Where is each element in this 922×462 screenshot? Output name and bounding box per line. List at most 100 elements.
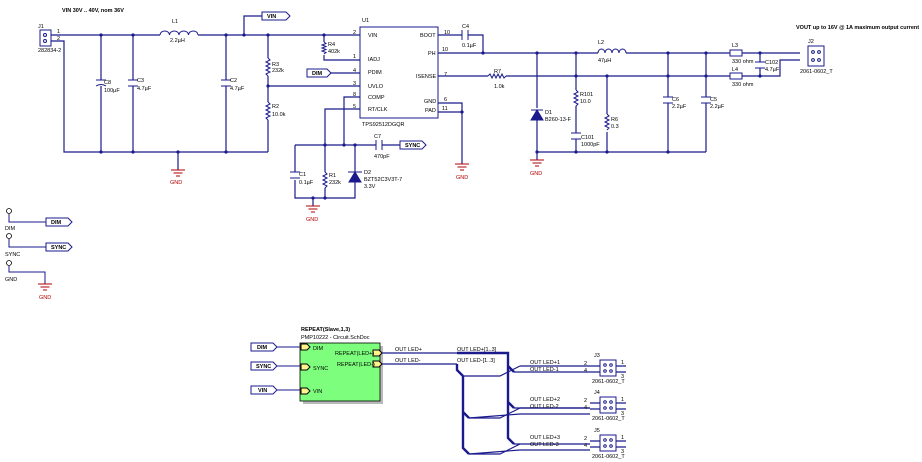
svg-text:R101: R101 <box>580 92 593 98</box>
svg-text:GND: GND <box>530 171 542 177</box>
sheet-symbol <box>299 342 383 404</box>
svg-text:DIM: DIM <box>5 226 16 232</box>
r4-resistor: R4 402k <box>320 41 340 55</box>
ground-symbol-comp: GND <box>306 205 320 223</box>
c2-capacitor: C2 4.7µF <box>221 35 245 152</box>
svg-text:402k: 402k <box>328 49 340 55</box>
svg-text:R6: R6 <box>611 117 618 123</box>
comp-wire <box>343 96 360 145</box>
svg-text:J4: J4 <box>594 390 600 396</box>
svg-text:5: 5 <box>353 104 356 110</box>
svg-text:470pF: 470pF <box>374 154 390 160</box>
svg-text:R3: R3 <box>272 62 279 68</box>
vin-range-note: VIN 30V .. 40V, nom 36V <box>62 8 124 14</box>
svg-text:TPS92512DGQR: TPS92512DGQR <box>362 122 405 128</box>
svg-text:C2: C2 <box>230 78 237 84</box>
svg-text:C6: C6 <box>672 97 679 103</box>
l2-inductor: L2 47µH <box>597 40 627 64</box>
sync-port: SYNC SYNC <box>5 233 73 258</box>
svg-text:GND: GND <box>424 99 436 105</box>
u1-ic: U1 TPS92512DGQR VIN IADJ PDIM UVLO COMP … <box>353 18 450 128</box>
svg-text:6: 6 <box>444 97 447 103</box>
svg-text:SYNC: SYNC <box>405 143 420 149</box>
c7-capacitor: C7 470pF <box>374 134 390 160</box>
svg-text:C4: C4 <box>462 24 469 30</box>
j2-connector: J2 2061-0602_T <box>800 39 833 75</box>
d1-wire <box>536 53 706 153</box>
svg-text:2.2µH: 2.2µH <box>170 38 185 44</box>
bus-led-plus <box>457 351 515 445</box>
svg-text:1.0k: 1.0k <box>494 84 505 90</box>
svg-text:3: 3 <box>621 449 624 455</box>
svg-text:OUT LED+1: OUT LED+1 <box>530 360 560 366</box>
svg-text:J5: J5 <box>594 428 600 434</box>
d1-schottky-diode: D1 B260-13-F <box>530 109 572 123</box>
vout-note: VOUT up to 16V @ 1A maximum output curre… <box>796 25 919 31</box>
svg-text:GND: GND <box>306 217 318 223</box>
svg-text:330 ohm: 330 ohm <box>732 82 754 88</box>
gnd-port: GND GND <box>5 260 52 301</box>
svg-text:R2: R2 <box>272 104 279 110</box>
svg-text:RT/CLK: RT/CLK <box>368 107 388 113</box>
dim-net-label-ic: DIM <box>306 68 332 78</box>
r6-resistor: R6 0.3 <box>603 113 619 131</box>
l1-inductor: L1 2.2µH <box>159 19 199 44</box>
svg-text:VIN: VIN <box>258 388 267 394</box>
sheet-entry-led-plus: REPEAT(LED+) <box>335 349 383 357</box>
svg-text:10.0: 10.0 <box>580 99 591 105</box>
svg-text:OUT LED+2: OUT LED+2 <box>530 397 560 403</box>
svg-text:4.7µF: 4.7µF <box>230 86 245 92</box>
svg-text:282834-2: 282834-2 <box>38 48 61 54</box>
svg-text:UVLO: UVLO <box>368 84 384 90</box>
svg-text:4: 4 <box>584 368 587 374</box>
svg-text:GND: GND <box>5 277 17 283</box>
svg-text:VIN: VIN <box>313 389 322 395</box>
svg-text:0.1µF: 0.1µF <box>462 43 477 49</box>
svg-text:3.3V: 3.3V <box>364 184 376 190</box>
ground-symbol-ic: GND <box>455 163 469 181</box>
c101-capacitor: C101 1000pF <box>571 132 600 148</box>
svg-text:3: 3 <box>621 374 624 380</box>
sheet-entry-led-minus: REPEAT(LED-) <box>337 360 383 368</box>
svg-text:VIN: VIN <box>368 33 377 39</box>
l4-ferrite: L4 330 ohm <box>729 67 754 88</box>
svg-text:DIM: DIM <box>313 346 324 352</box>
svg-text:ISENSE: ISENSE <box>416 74 437 80</box>
svg-text:2.2µF: 2.2µF <box>672 104 687 110</box>
svg-text:BOOT: BOOT <box>420 33 436 39</box>
svg-text:SYNC: SYNC <box>51 245 66 251</box>
j4-connector: OUT LED+2 OUT LED-2 2 4 1 3 J4 2061-0602… <box>530 390 626 422</box>
svg-text:1: 1 <box>353 54 356 60</box>
svg-text:PDIM: PDIM <box>368 70 382 76</box>
svg-text:REPEAT(LED+): REPEAT(LED+) <box>335 351 374 357</box>
svg-text:330 ohm: 330 ohm <box>732 59 754 65</box>
svg-text:GND: GND <box>39 295 51 301</box>
c102-capacitor: C102 4.7µF <box>755 53 780 76</box>
c1-capacitor: C1 0.1µF <box>290 171 314 186</box>
j5-connector: OUT LED+3 OUT LED-3 2 4 1 3 J5 2061-0602… <box>530 428 626 460</box>
svg-text:2061-0602_T: 2061-0602_T <box>592 454 625 460</box>
svg-text:0.3: 0.3 <box>611 124 619 130</box>
svg-text:3: 3 <box>353 81 356 87</box>
svg-text:COMP: COMP <box>368 95 385 101</box>
svg-text:100µF: 100µF <box>104 88 120 94</box>
svg-text:1: 1 <box>621 435 624 441</box>
r1-resistor: R1 232k <box>321 171 341 189</box>
svg-text:DIM: DIM <box>312 71 323 77</box>
svg-text:GND: GND <box>456 175 468 181</box>
svg-text:2061-0602_T: 2061-0602_T <box>592 379 625 385</box>
c8-capacitor: C8 100µF <box>95 35 120 152</box>
svg-text:2: 2 <box>584 398 587 404</box>
svg-text:2061-0602_T: 2061-0602_T <box>592 416 625 422</box>
svg-text:GND: GND <box>170 180 182 186</box>
svg-text:C1: C1 <box>299 172 306 178</box>
svg-text:2: 2 <box>584 436 587 442</box>
svg-text:R7: R7 <box>494 69 501 75</box>
svg-text:10: 10 <box>444 30 450 36</box>
svg-text:232k: 232k <box>272 68 284 74</box>
svg-text:C3: C3 <box>137 78 144 84</box>
bus-led-minus <box>455 364 470 455</box>
svg-text:4: 4 <box>584 405 587 411</box>
svg-text:10: 10 <box>442 47 448 53</box>
